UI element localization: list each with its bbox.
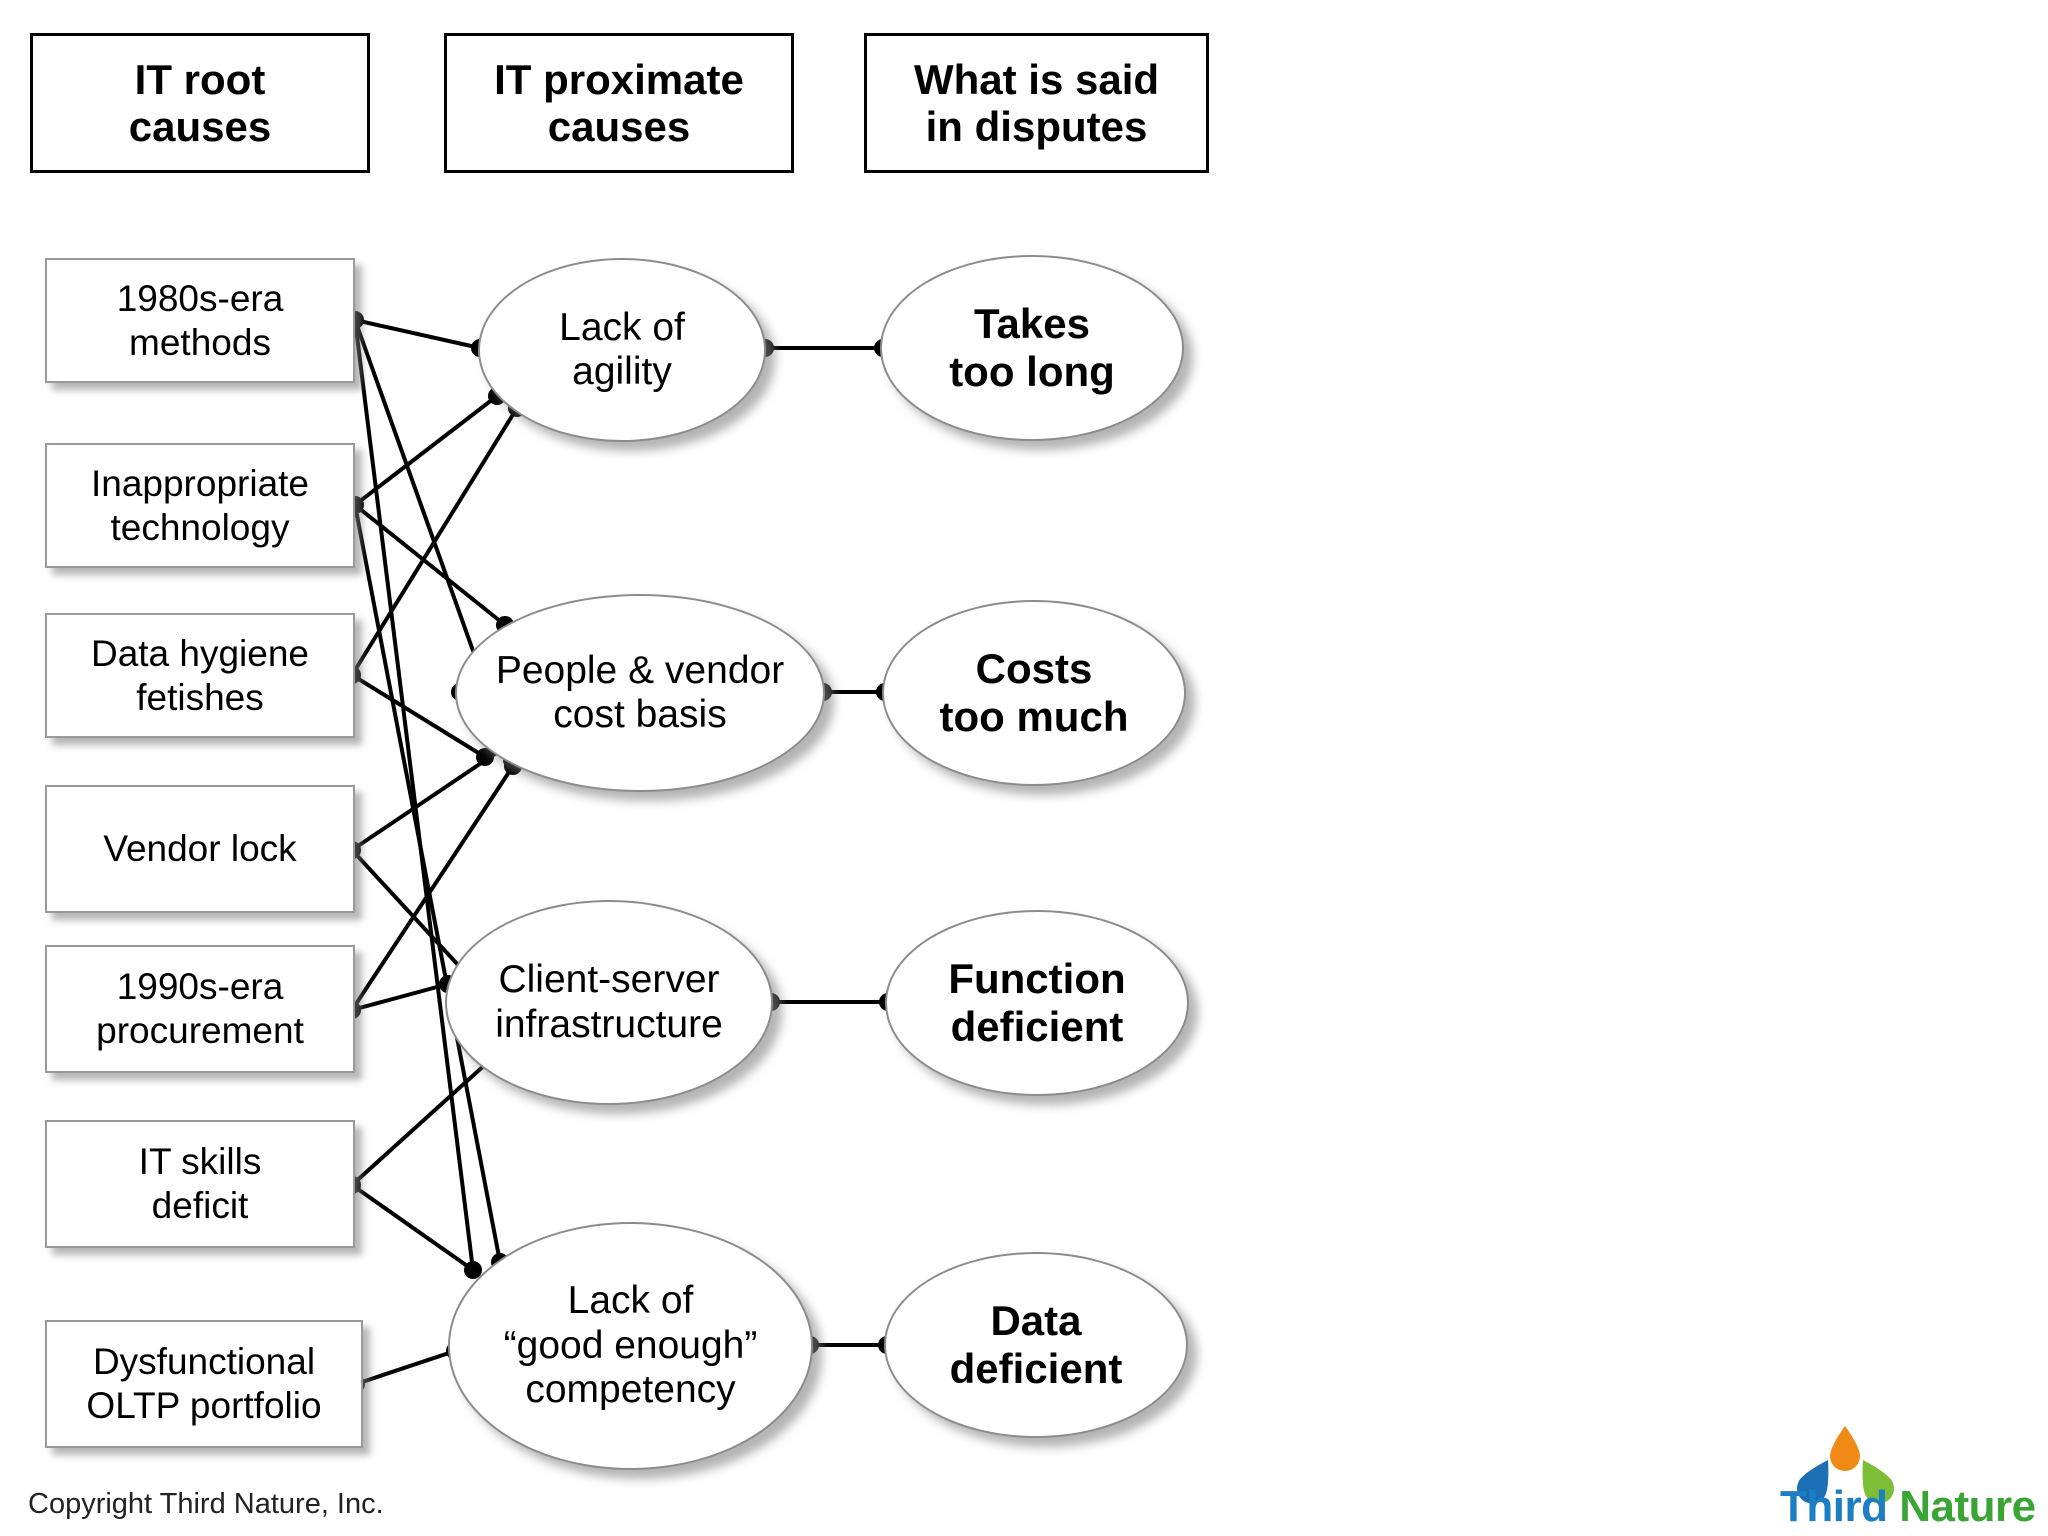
root-cause-line-1: 1990s-era: [116, 966, 284, 1008]
header-box-proximate-causes: IT proximate causes: [444, 33, 794, 173]
droplet-orange-icon: [1830, 1426, 1860, 1471]
root-cause-line-1: Vendor lock: [103, 828, 297, 870]
dispute-line-1: Data: [990, 1297, 1082, 1345]
proximate-line-1: People & vendor: [495, 648, 785, 692]
header-line-1: IT proximate: [494, 55, 744, 103]
proximate-line-3: competency: [525, 1368, 736, 1412]
proximate-cause-lack-good-enough-competency[interactable]: Lack of “good enough” competency: [448, 1222, 813, 1470]
proximate-cause-client-server-infrastructure[interactable]: Client-server infrastructure: [445, 900, 773, 1105]
dispute-line-1: Costs: [975, 645, 1093, 693]
proximate-line-1: Client-server: [498, 958, 720, 1002]
connector-dot: [476, 748, 494, 766]
edge-procure-clientserver: [351, 982, 449, 1012]
proximate-cause-lack-of-agility[interactable]: Lack of agility: [478, 258, 766, 442]
dispute-function-deficient[interactable]: Function deficient: [885, 910, 1189, 1096]
root-cause-inappropriate-technology[interactable]: Inappropriate technology: [45, 443, 355, 568]
edge-tech-competency: [353, 504, 502, 1263]
root-cause-procurement-1990s[interactable]: 1990s-era procurement: [45, 945, 355, 1073]
root-cause-line-1: Data hygiene: [90, 632, 310, 674]
proximate-line-2: “good enough”: [503, 1323, 758, 1367]
dispute-line-2: too long: [949, 348, 1115, 395]
root-cause-dysfunctional-oltp[interactable]: Dysfunctional OLTP portfolio: [45, 1320, 363, 1448]
edge-tech-people: [353, 503, 507, 627]
proximate-line-2: agility: [572, 350, 672, 393]
root-cause-line-2: deficit: [151, 1185, 249, 1226]
proximate-line-1: Lack of: [559, 305, 685, 349]
header-line-1: IT root: [134, 55, 266, 103]
dispute-costs-too-much[interactable]: Costs too much: [882, 600, 1186, 786]
copyright-text: Copyright Third Nature, Inc.: [28, 1488, 384, 1520]
root-cause-data-hygiene-fetishes[interactable]: Data hygiene fetishes: [45, 613, 355, 738]
droplet-blue-icon: [1796, 1460, 1829, 1504]
edge-methods-agility: [354, 318, 481, 350]
edge-tech-agility: [353, 394, 499, 507]
header-line-2: causes: [128, 103, 272, 150]
header-box-root-causes: IT root causes: [30, 33, 370, 173]
edge-skills-competency: [350, 1183, 475, 1272]
edge-skills-clientserver: [350, 1051, 500, 1187]
third-nature-logo-mark: [1796, 1426, 1895, 1504]
dispute-line-2: too much: [939, 693, 1129, 740]
wordmark-third: Third: [1780, 1482, 1888, 1531]
connector-dot: [464, 1261, 482, 1279]
root-cause-line-2: fetishes: [136, 676, 264, 718]
root-cause-line-2: technology: [110, 506, 290, 548]
edge-methods-competency: [353, 319, 475, 1271]
proximate-line-1: Lack of: [567, 1279, 694, 1323]
third-nature-wordmark: Third Nature: [1780, 1482, 2036, 1532]
wordmark-nature: Nature: [1887, 1482, 2036, 1531]
header-line-2: in disputes: [925, 103, 1148, 150]
edge-hygiene-agility: [350, 406, 519, 677]
dispute-line-2: deficient: [950, 1003, 1124, 1050]
root-cause-it-skills-deficit[interactable]: IT skills deficit: [45, 1120, 355, 1248]
root-cause-line-2: OLTP portfolio: [86, 1385, 322, 1426]
dispute-takes-too-long[interactable]: Takes too long: [880, 255, 1184, 441]
proximate-line-2: infrastructure: [495, 1002, 723, 1046]
root-cause-methods-1980s[interactable]: 1980s-era methods: [45, 258, 355, 383]
proximate-line-2: cost basis: [553, 693, 727, 736]
root-cause-line-1: Dysfunctional: [92, 1341, 316, 1383]
root-cause-line-1: 1980s-era: [116, 277, 284, 319]
dispute-line-2: deficient: [949, 1345, 1123, 1392]
root-cause-line-1: IT skills: [138, 1141, 262, 1183]
droplet-green-icon: [1862, 1460, 1895, 1504]
dispute-line-1: Takes: [974, 300, 1090, 348]
dispute-line-1: Function: [948, 955, 1126, 1003]
header-box-disputes: What is said in disputes: [864, 33, 1209, 173]
edge-procure-people: [350, 764, 515, 1012]
root-cause-line-1: Inappropriate: [90, 462, 310, 504]
root-cause-line-2: methods: [129, 321, 271, 363]
proximate-cause-people-vendor-cost-basis[interactable]: People & vendor cost basis: [455, 594, 825, 792]
root-cause-line-2: procurement: [96, 1010, 304, 1051]
edge-oltp-competency: [355, 1349, 456, 1386]
root-cause-vendor-lock[interactable]: Vendor lock: [45, 785, 355, 913]
header-line-2: causes: [547, 103, 691, 150]
header-line-1: What is said: [913, 55, 1160, 103]
dispute-data-deficient[interactable]: Data deficient: [884, 1252, 1188, 1438]
edge-hygiene-people: [350, 673, 487, 759]
